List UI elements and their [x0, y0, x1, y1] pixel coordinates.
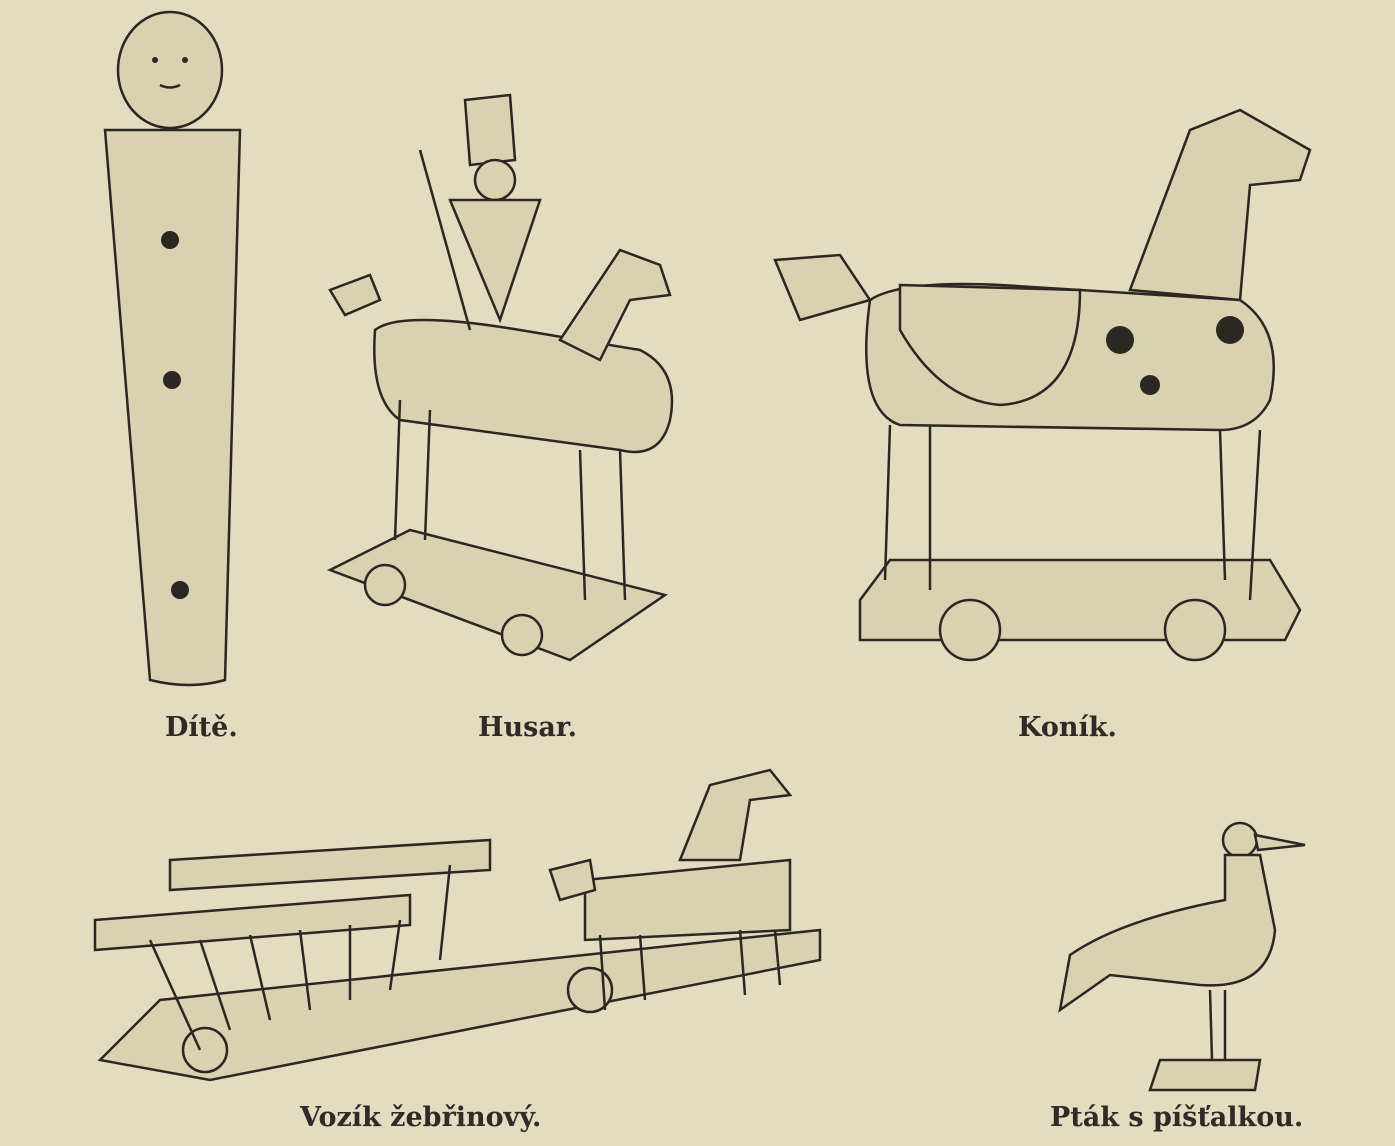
caption-dite: Dítě.: [165, 712, 238, 743]
caption-vozik: Vozík žebřinový.: [300, 1102, 542, 1133]
ladder-cart-illustration: [93, 768, 822, 1082]
bird-whistle-illustration: [1058, 821, 1306, 1092]
caption-konik: Koník.: [1018, 712, 1117, 743]
caption-husar: Husar.: [478, 712, 577, 743]
caption-ptak: Pták s píšťalkou.: [1050, 1102, 1304, 1133]
horse-illustration: [773, 108, 1312, 662]
doll-illustration: [103, 10, 242, 687]
hussar-illustration: [326, 93, 674, 662]
